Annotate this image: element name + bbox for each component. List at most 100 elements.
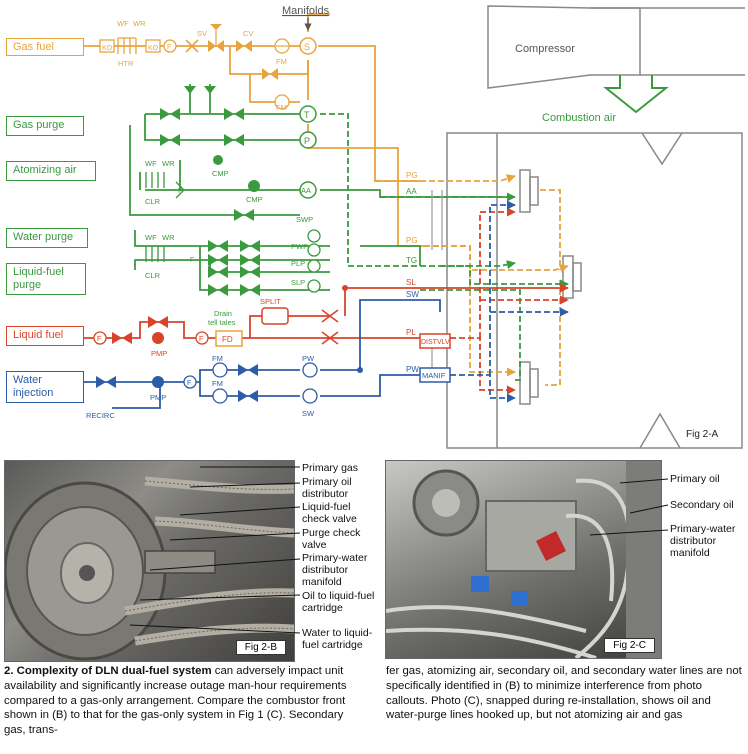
svg-text:FM: FM bbox=[276, 103, 287, 112]
svg-text:SLP: SLP bbox=[291, 278, 305, 287]
svg-text:F: F bbox=[97, 336, 101, 343]
svg-text:AA: AA bbox=[406, 187, 417, 196]
fig-2b-leader-lines bbox=[129, 466, 301, 634]
caption-right-text: fer gas, atomizing air, secondary oil, a… bbox=[386, 665, 742, 722]
svg-text:HTR: HTR bbox=[118, 59, 134, 68]
svg-text:TG: TG bbox=[406, 256, 417, 265]
svg-text:F: F bbox=[167, 44, 171, 51]
fig-2c-leader-lines bbox=[589, 478, 669, 536]
liquid-fuel-label: Liquid fuel bbox=[13, 329, 64, 341]
svg-text:WR: WR bbox=[162, 233, 175, 242]
gas-purge-box: Gas purge bbox=[6, 116, 84, 136]
svg-text:Drain: Drain bbox=[214, 309, 232, 318]
svg-text:P: P bbox=[304, 136, 310, 146]
fig-2c-callout-primary-oil: Primary oil bbox=[670, 473, 720, 485]
svg-text:SW: SW bbox=[302, 409, 315, 418]
svg-text:CV: CV bbox=[243, 29, 253, 38]
water-injection-label: Water injection bbox=[13, 374, 54, 399]
water-manifold: MANIF bbox=[419, 367, 451, 383]
fig-2c-callout-secondary-oil: Secondary oil bbox=[670, 499, 734, 511]
svg-text:PG: PG bbox=[406, 171, 418, 180]
svg-text:MANIF: MANIF bbox=[422, 371, 446, 380]
compressor: Compressor bbox=[487, 5, 745, 89]
gas-fuel-components: KO WF WR HTR KO F SV CV FM S FM T P bbox=[99, 19, 317, 149]
svg-text:WR: WR bbox=[133, 19, 146, 28]
caption-number: 2. bbox=[4, 665, 17, 677]
svg-text:F: F bbox=[190, 257, 194, 264]
purge-atomizing-lines bbox=[129, 84, 569, 381]
svg-text:CLR: CLR bbox=[145, 271, 161, 280]
svg-text:PG: PG bbox=[406, 236, 418, 245]
distributor-valve: DISTVLV bbox=[419, 333, 451, 349]
svg-text:CMP: CMP bbox=[246, 195, 263, 204]
liquid-fuel-purge-label: Liquid-fuel purge bbox=[13, 266, 64, 291]
combustor-casing bbox=[446, 132, 743, 449]
figure-caption-left: 2. Complexity of DLN dual-fuel system ca… bbox=[4, 664, 364, 738]
fig-2b-callout-primary-oil: Primary oil distributor bbox=[302, 476, 352, 501]
svg-text:SL: SL bbox=[406, 278, 416, 287]
fig-2b-photo: Fig 2-B bbox=[4, 460, 295, 662]
svg-text:PW: PW bbox=[302, 354, 315, 363]
combustion-air-label: Combustion air bbox=[542, 112, 616, 124]
svg-text:CMP: CMP bbox=[212, 169, 229, 178]
svg-text:F: F bbox=[199, 336, 203, 343]
svg-text:KO: KO bbox=[148, 45, 159, 52]
svg-text:KO: KO bbox=[102, 45, 113, 52]
svg-text:WF: WF bbox=[145, 159, 157, 168]
liquid-fuel-components: F PMP F FD SPLIT bbox=[93, 285, 348, 358]
water-purge-box: Water purge bbox=[6, 228, 88, 248]
compressor-label: Compressor bbox=[515, 43, 575, 55]
svg-text:FM: FM bbox=[212, 354, 223, 363]
svg-text:PLP: PLP bbox=[291, 259, 305, 268]
fig-2c-label: Fig 2-C bbox=[604, 638, 655, 653]
svg-text:F: F bbox=[178, 188, 182, 195]
reinstallation-illustration bbox=[386, 461, 661, 658]
svg-text:RECIRC: RECIRC bbox=[86, 411, 115, 420]
svg-text:PW: PW bbox=[406, 365, 419, 374]
fig-2b-label: Fig 2-B bbox=[235, 640, 286, 655]
caption-bold-lead: Complexity of DLN dual-fuel system bbox=[16, 665, 212, 677]
water-lines bbox=[84, 200, 569, 409]
svg-text:SPLIT: SPLIT bbox=[260, 297, 281, 306]
fig-2b-callout-liquid-fuel-check-valve: Liquid-fuel check valve bbox=[302, 501, 357, 526]
fig-2c-callout-primary-water: Primary-water distributor manifold bbox=[670, 523, 736, 560]
figure-caption-right: fer gas, atomizing air, secondary oil, a… bbox=[386, 664, 744, 723]
svg-text:PL: PL bbox=[406, 328, 416, 337]
gas-fuel-lines bbox=[84, 13, 569, 386]
fig-2a-label: Fig 2-A bbox=[686, 429, 719, 440]
liquid-purge-components: WF WR CLR F Drain tell tales SWP PWP PLP… bbox=[145, 215, 321, 327]
fig-2b-callout-water-to-cartridge: Water to liquid-fuel cartridge bbox=[302, 627, 373, 652]
svg-text:T: T bbox=[304, 110, 310, 120]
svg-text:SV: SV bbox=[197, 29, 207, 38]
svg-text:tell tales: tell tales bbox=[208, 318, 236, 327]
water-purge-label: Water purge bbox=[13, 231, 74, 243]
gas-fuel-box: Gas fuel bbox=[6, 38, 84, 56]
svg-text:SWP: SWP bbox=[296, 215, 313, 224]
fig-2b-callout-primary-water: Primary-water distributor manifold bbox=[302, 552, 368, 589]
fig-2b-callout-primary-gas: Primary gas bbox=[302, 462, 359, 474]
svg-text:FM: FM bbox=[212, 379, 223, 388]
combustion-air-arrow: Combustion air bbox=[542, 75, 669, 124]
water-injection-box: Water injection bbox=[6, 371, 84, 403]
svg-text:PMP: PMP bbox=[150, 393, 166, 402]
water-injection-components: PMP RECIRC F FM FM PW SW bbox=[86, 354, 363, 420]
svg-text:SW: SW bbox=[406, 290, 419, 299]
purge-atomizing-components: WF WR CLR F CMP CMP AA bbox=[145, 86, 317, 221]
svg-text:WR: WR bbox=[162, 159, 175, 168]
atomizing-air-box: Atomizing air bbox=[6, 161, 96, 181]
svg-text:DISTVLV: DISTVLV bbox=[421, 339, 450, 346]
caption-left-text: can adversely impact unit availability a… bbox=[4, 665, 347, 737]
svg-text:PMP: PMP bbox=[151, 349, 167, 358]
atomizing-air-label: Atomizing air bbox=[13, 164, 77, 176]
svg-text:CLR: CLR bbox=[145, 197, 161, 206]
svg-text:F: F bbox=[187, 380, 191, 387]
gas-purge-label: Gas purge bbox=[13, 119, 65, 131]
svg-text:FM: FM bbox=[276, 57, 287, 66]
fuel-system-schematic: Compressor Combustion air bbox=[84, 5, 745, 449]
fig-2b-callout-oil-to-cartridge: Oil to liquid-fuel cartridge bbox=[302, 590, 375, 615]
manifold-line-labels: PG AA PG TG SL SW PL PW bbox=[406, 171, 419, 374]
svg-text:WF: WF bbox=[117, 19, 129, 28]
fig-2b-callout-purge-check-valve: Purge check valve bbox=[302, 527, 361, 552]
manifolds-label: Manifolds bbox=[282, 5, 330, 17]
svg-text:WF: WF bbox=[145, 233, 157, 242]
